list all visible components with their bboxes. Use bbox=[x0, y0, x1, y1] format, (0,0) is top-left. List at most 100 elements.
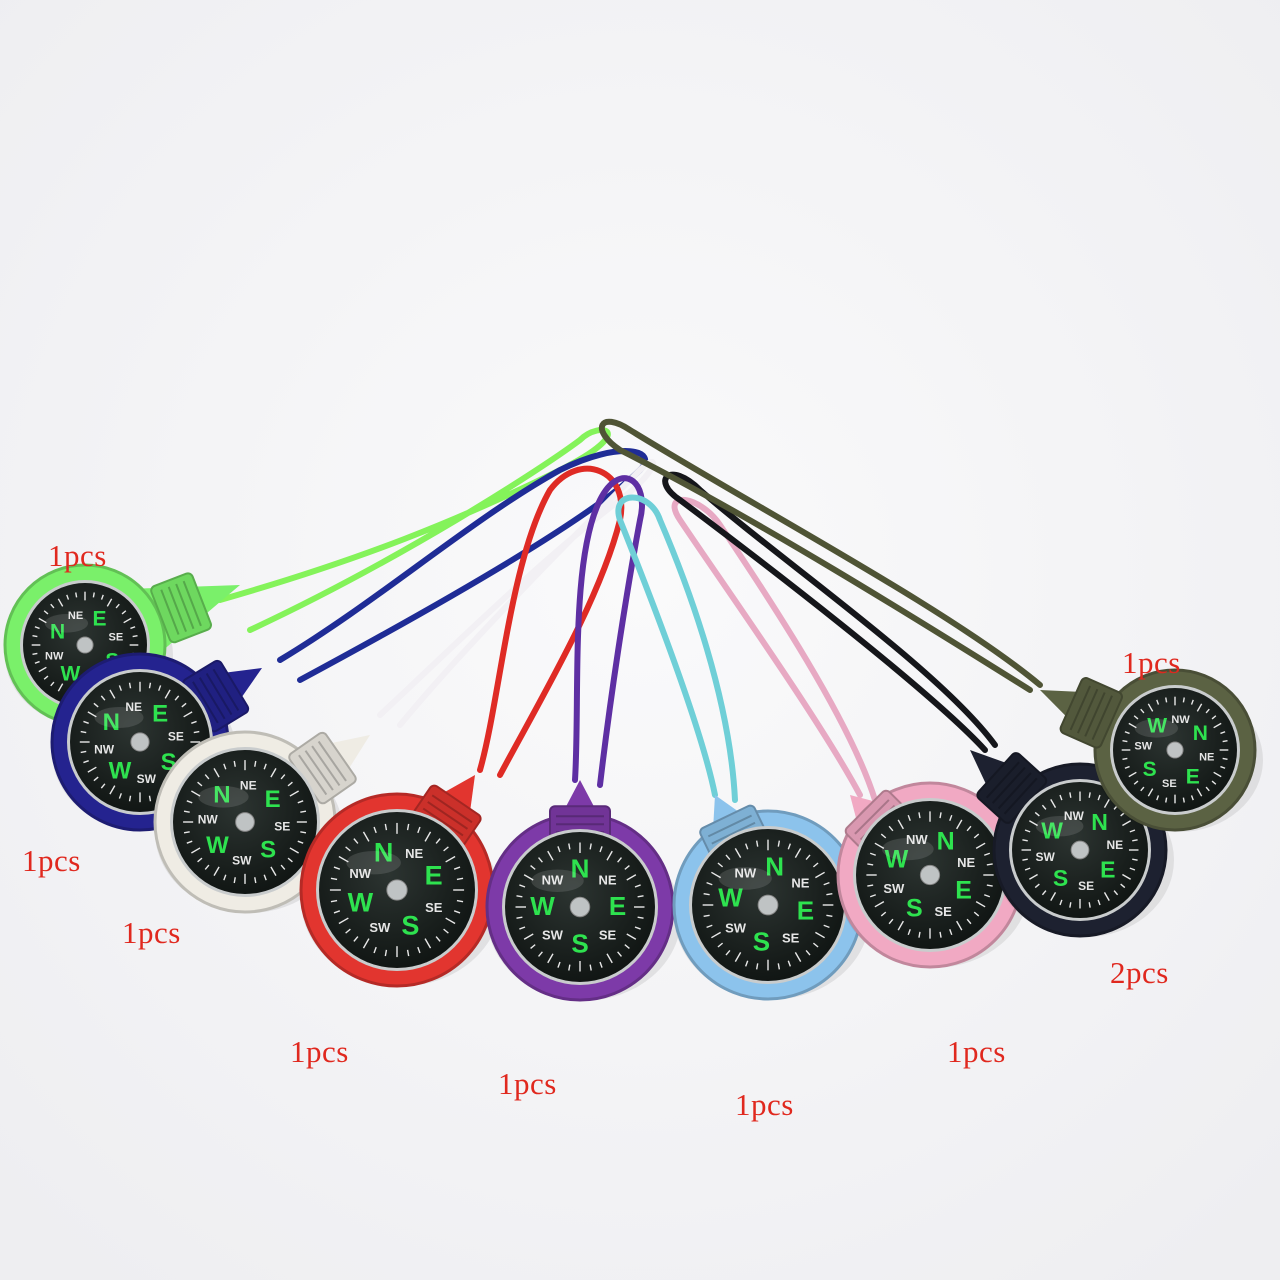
compass-glare bbox=[718, 867, 772, 890]
compass-pivot bbox=[1070, 840, 1090, 860]
compass-tick bbox=[617, 951, 622, 957]
compass-tick bbox=[516, 895, 523, 898]
compass-tick bbox=[330, 877, 338, 881]
compass-tick bbox=[1050, 892, 1057, 901]
compass-tick bbox=[986, 863, 993, 866]
compass-pivot bbox=[757, 894, 779, 916]
compass-letter-ne: NE bbox=[957, 855, 975, 870]
compass-tick bbox=[300, 810, 307, 813]
clip-ridge bbox=[422, 807, 464, 837]
compass-tick bbox=[626, 933, 637, 940]
compass-tick bbox=[787, 960, 792, 967]
compass-tick bbox=[353, 936, 359, 942]
compass-tick bbox=[589, 843, 592, 850]
compass-letter-west: W bbox=[348, 887, 374, 917]
compass-letter-north: N bbox=[571, 854, 590, 884]
compass-tick bbox=[183, 711, 193, 718]
compass-tick bbox=[453, 910, 461, 914]
compass-letter-west: W bbox=[885, 845, 909, 873]
compass-tick bbox=[93, 776, 99, 782]
compass-letter-ne: NE bbox=[599, 872, 617, 887]
pull-clip bbox=[182, 659, 250, 733]
compass-tick bbox=[1122, 740, 1128, 743]
compass-tick bbox=[523, 874, 534, 881]
compass-tick bbox=[280, 774, 286, 780]
compass-tick bbox=[204, 864, 210, 870]
compass-letter-sw: SW bbox=[369, 920, 391, 935]
compass-tick bbox=[637, 895, 644, 898]
compass-tick bbox=[43, 675, 49, 680]
compass-tick bbox=[38, 617, 47, 624]
compass-tick bbox=[725, 949, 731, 956]
compass-tick bbox=[1122, 757, 1128, 760]
compass-letter-west: W bbox=[1041, 817, 1063, 843]
compass-tick bbox=[186, 800, 193, 804]
clip-ridge bbox=[317, 740, 347, 782]
compass-letter-se: SE bbox=[108, 632, 123, 644]
compass-tick bbox=[443, 928, 449, 934]
compass-tick bbox=[777, 840, 781, 847]
compass-tick bbox=[1124, 731, 1130, 735]
compass-tick bbox=[118, 685, 122, 691]
compass-tick bbox=[280, 864, 286, 870]
compass-tick bbox=[734, 848, 742, 858]
compass-letter-east: E bbox=[1100, 857, 1115, 883]
clip-ridge bbox=[1091, 695, 1113, 741]
compass-tick bbox=[869, 852, 877, 856]
compass-tick bbox=[815, 931, 825, 939]
compass-tick bbox=[939, 931, 942, 938]
compass-tick bbox=[443, 846, 449, 852]
compass-tick bbox=[289, 790, 299, 797]
compass-glare bbox=[44, 614, 89, 633]
compass-tick bbox=[445, 917, 456, 925]
compass-tick bbox=[80, 750, 87, 754]
compass-tick bbox=[966, 825, 972, 832]
compass-letter-sw: SW bbox=[137, 772, 157, 786]
compass-tick bbox=[417, 826, 421, 834]
compass-tick bbox=[233, 877, 236, 884]
compass-tick bbox=[606, 953, 613, 964]
compass-pivot bbox=[1166, 741, 1184, 759]
compass-letter-sw: SW bbox=[1134, 740, 1152, 752]
compass-glare bbox=[881, 838, 934, 861]
compass-letter-west: W bbox=[206, 832, 229, 859]
compass-tick bbox=[823, 924, 830, 929]
compass-tick bbox=[975, 901, 986, 908]
compass-tick bbox=[880, 911, 887, 917]
compass-tick bbox=[106, 598, 113, 607]
compass-tick bbox=[880, 833, 887, 839]
compass-tick bbox=[1133, 780, 1139, 785]
compass-tick bbox=[75, 592, 78, 598]
clip-ridge bbox=[991, 766, 1026, 804]
compass-tick bbox=[158, 685, 162, 691]
compass-tick bbox=[538, 951, 543, 957]
compass-letter-ne: NE bbox=[1106, 838, 1123, 852]
compass-letter-sw: SW bbox=[542, 928, 564, 943]
compass-tick bbox=[956, 920, 963, 931]
compass-tick bbox=[1069, 902, 1072, 908]
compass-tick bbox=[57, 683, 64, 692]
compass-glare bbox=[198, 786, 249, 808]
compass-tick bbox=[530, 865, 536, 870]
compass-tick bbox=[777, 963, 781, 970]
compass-glare bbox=[346, 851, 401, 875]
compass-letter-se: SE bbox=[782, 930, 800, 945]
compass-letter-ne: NE bbox=[791, 875, 809, 890]
clip-ridge bbox=[431, 794, 473, 824]
compass-tick bbox=[186, 840, 193, 844]
compass-pivot bbox=[76, 636, 94, 654]
compass-tick bbox=[1088, 792, 1091, 798]
compass-tick bbox=[1022, 858, 1028, 861]
compass-tick bbox=[711, 871, 721, 879]
compass-tick bbox=[1129, 829, 1136, 833]
compass-tick bbox=[118, 793, 122, 799]
clip-ridge bbox=[182, 580, 202, 627]
compass-letter-south: S bbox=[571, 929, 588, 959]
compass-tick bbox=[362, 831, 370, 842]
compass-tick bbox=[213, 768, 220, 778]
label-olive: 1pcs bbox=[1122, 645, 1181, 680]
compass-tick bbox=[183, 810, 190, 813]
compass-letter-west: W bbox=[109, 758, 132, 785]
